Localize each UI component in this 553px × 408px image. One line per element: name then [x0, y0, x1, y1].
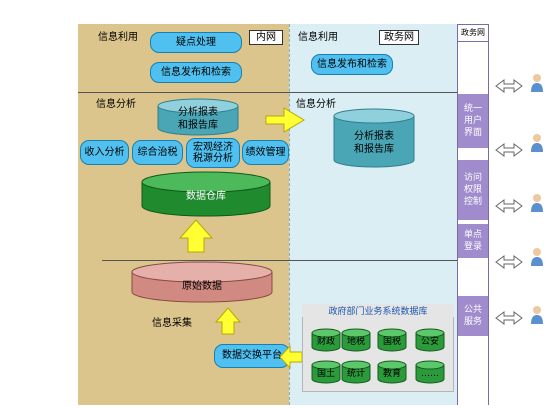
intranet-tab[interactable]: 内网 [249, 30, 283, 45]
gov-dept-cylinder[interactable]: 国税 [376, 328, 408, 352]
gov-dept-label: 统计 [346, 369, 365, 379]
left-report-db-label: 分析报表 和报告库 [178, 107, 218, 131]
gov-dept-label: 国土 [316, 369, 335, 379]
doubt-processing-pill[interactable]: 疑点处理 [150, 32, 242, 53]
gov-dept-cylinder[interactable]: 教育 [376, 360, 408, 384]
right-info-publish-search-pill[interactable]: 信息发布和检索 [311, 54, 393, 75]
right-report-db-cylinder [333, 108, 415, 168]
gov-dept-label: 财政 [316, 337, 335, 347]
unified-ui-block[interactable]: 统一 用户 界面 [458, 94, 488, 148]
gov-dept-label: 国税 [382, 337, 401, 347]
income-analysis-pill[interactable]: 收入分析 [80, 140, 129, 165]
performance-mgmt-pill[interactable]: 绩效管理 [242, 140, 289, 165]
right-info-analysis-label: 信息分析 [296, 99, 336, 110]
separator-use-analysis [78, 92, 457, 93]
up-arrow-raw-data [214, 307, 242, 335]
macro-tax-source-pill[interactable]: 宏观经济 税源分析 [186, 138, 240, 168]
gov-dept-cylinder[interactable]: 地税 [340, 328, 372, 352]
raw-data-cylinder [131, 261, 273, 303]
gov-db-title: 政府部门业务系统数据库 [302, 304, 454, 317]
left-info-analysis-label: 信息分析 [96, 99, 136, 110]
user-figures [531, 74, 543, 324]
right-info-use-label: 信息利用 [298, 32, 338, 43]
single-sign-on-block[interactable]: 单点 登录 [458, 224, 488, 258]
gov-dept-cylinder[interactable]: …… [414, 360, 446, 384]
right-report-db-label: 分析报表 和报告库 [354, 131, 394, 155]
gov-dept-label: 教育 [382, 369, 401, 379]
gov-dept-label: 地税 [346, 337, 365, 347]
separator-analysis-collection [102, 260, 457, 261]
left-report-db-cylinder [157, 98, 239, 136]
access-control-block[interactable]: 访问 权限 控制 [458, 160, 488, 220]
raw-data-label: 原始数据 [182, 281, 222, 292]
gov-dept-cylinder[interactable]: 公安 [414, 328, 446, 352]
left-info-collection-label: 信息采集 [152, 318, 192, 329]
gov-dept-cylinder[interactable]: 统计 [340, 360, 372, 384]
data-warehouse-cylinder [141, 171, 271, 217]
gov-network-tab[interactable]: 政务网 [379, 30, 419, 45]
comprehensive-tax-pill[interactable]: 综合治税 [132, 140, 183, 165]
right-arrow-analysis [265, 107, 305, 133]
up-arrow-warehouse [178, 219, 214, 253]
left-info-use-label: 信息利用 [98, 32, 138, 43]
gov-dept-cylinder[interactable]: 财政 [310, 328, 342, 352]
side-header: 政务网 [457, 24, 489, 42]
public-service-block[interactable]: 公共 服务 [458, 296, 488, 336]
data-warehouse-label: 数据仓库 [186, 191, 226, 202]
left-info-publish-search-pill[interactable]: 信息发布和检索 [150, 62, 242, 83]
user-double-arrows [495, 79, 523, 325]
gov-dept-label: 公安 [420, 337, 439, 347]
left-arrow-exchange [279, 344, 303, 370]
data-exchange-platform-pill[interactable]: 数据交换平台 [214, 344, 290, 368]
gov-dept-cylinder[interactable]: 国土 [310, 360, 342, 384]
gov-dept-label: …… [421, 369, 439, 379]
